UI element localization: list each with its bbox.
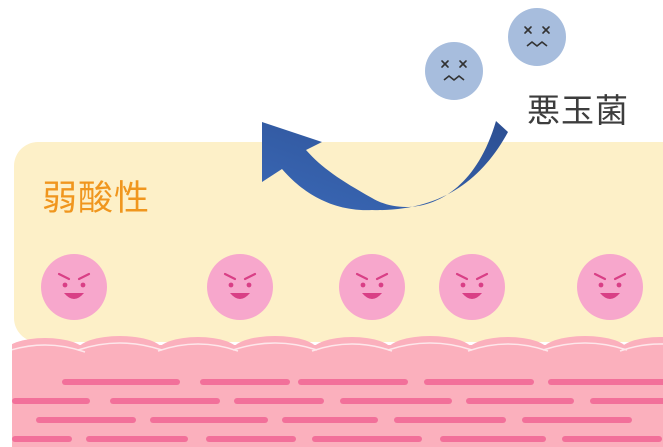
good-bacteria-1 xyxy=(41,254,107,320)
good-bacteria-3 xyxy=(339,254,405,320)
bad-bacteria-1 xyxy=(425,42,483,100)
good-bacteria-4 xyxy=(439,254,505,320)
good-bacteria-2 xyxy=(207,254,273,320)
skin-layer xyxy=(12,336,663,447)
weakly-acidic-label: 弱酸性 xyxy=(42,179,151,219)
curved-arrow xyxy=(262,121,508,211)
bad-bacteria-2 xyxy=(508,8,566,66)
bad-bacteria-label: 悪玉菌 xyxy=(527,91,629,130)
skin-stripes xyxy=(12,379,663,442)
good-bacteria-5 xyxy=(577,254,643,320)
